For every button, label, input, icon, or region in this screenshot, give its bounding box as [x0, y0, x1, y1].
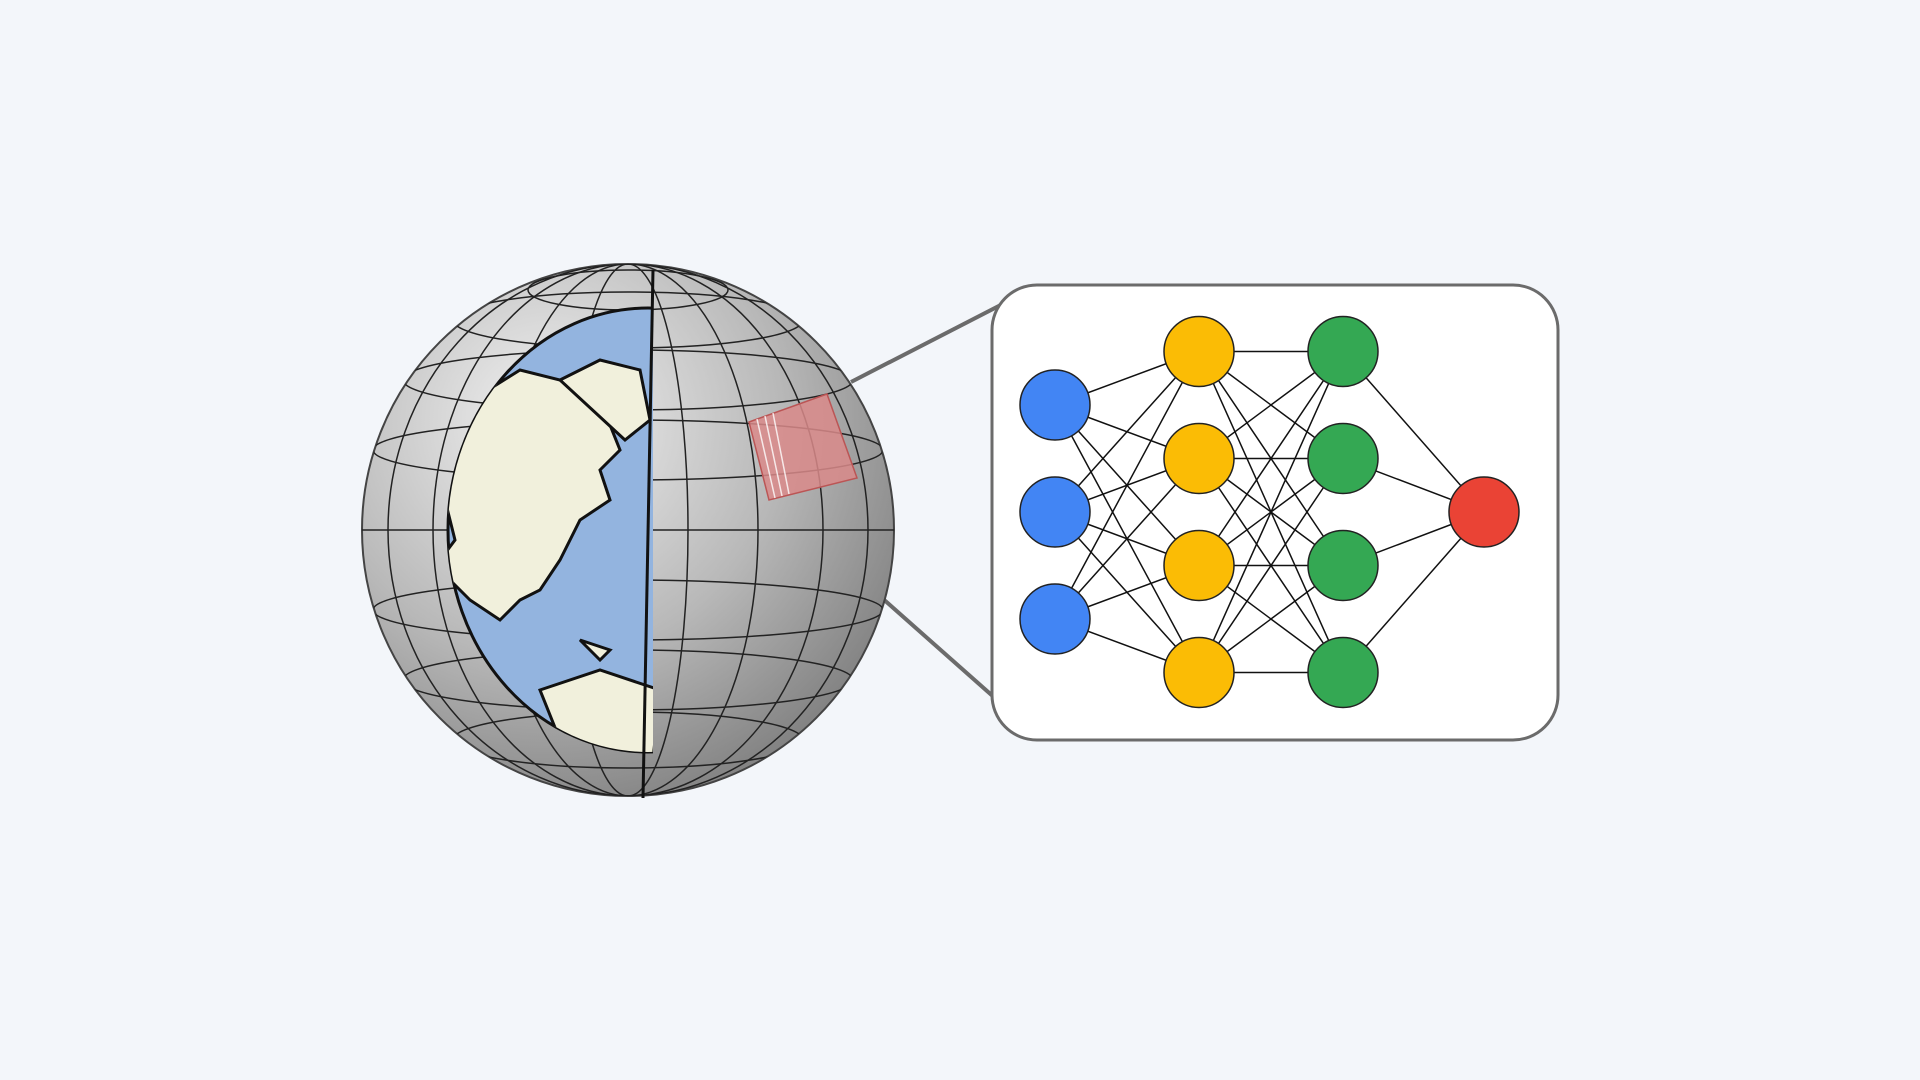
- network-edge: [1198, 351, 1344, 566]
- hidden-2-node: [1307, 529, 1379, 602]
- input-node: [1019, 369, 1091, 441]
- network-edge: [1198, 458, 1344, 673]
- input-node: [1019, 583, 1091, 655]
- input-node: [1019, 476, 1091, 548]
- network-nodes: [1019, 315, 1520, 709]
- network-edge: [1054, 457, 1200, 620]
- network-edge: [1054, 351, 1200, 620]
- hidden-2-node: [1307, 636, 1379, 709]
- hidden-2-node: [1307, 315, 1379, 388]
- hidden-1-node: [1163, 315, 1235, 388]
- network-edge: [1198, 351, 1344, 673]
- output-node: [1448, 476, 1520, 548]
- hidden-2-node: [1307, 422, 1379, 495]
- network-edge: [1054, 350, 1200, 513]
- hidden-1-node: [1163, 636, 1235, 709]
- hidden-1-node: [1163, 422, 1235, 495]
- neural-network-panel: [990, 283, 1560, 742]
- hidden-1-node: [1163, 529, 1235, 602]
- earth-globe: [361, 263, 895, 799]
- highlighted-grid-cell: [748, 393, 858, 501]
